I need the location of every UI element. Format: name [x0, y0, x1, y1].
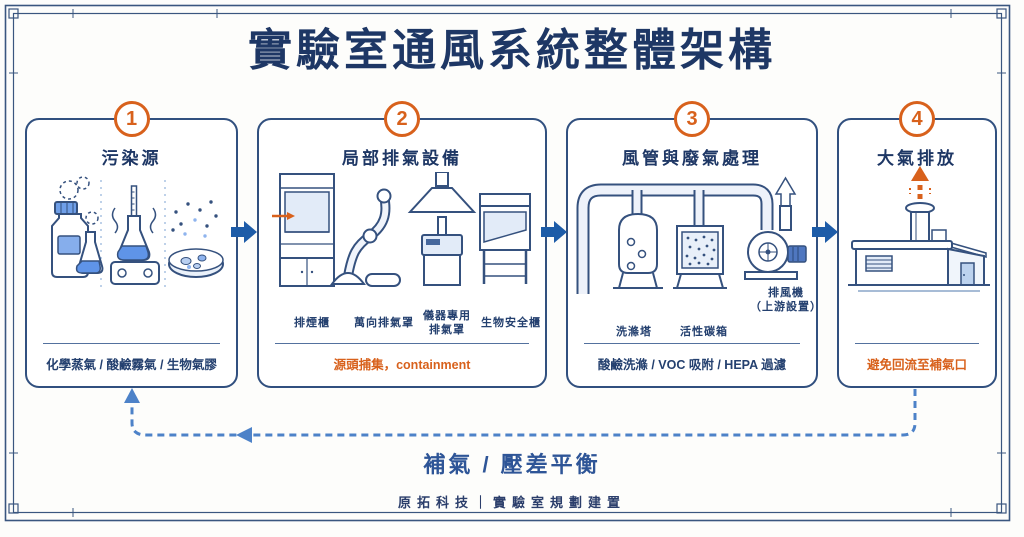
step-card-pollution-sources: 1 污染源 [25, 101, 238, 388]
duct-treatment-icons [576, 176, 807, 294]
step-card-local-exhaust: 2 局部排氣設備 [257, 101, 547, 388]
footer-branding: 原拓科技｜實驗室規劃建置 [397, 495, 626, 510]
step-number-badge: 3 [674, 101, 710, 137]
exhaust-fan-icon [744, 176, 807, 280]
step-title: 大氣排放 [877, 149, 957, 168]
page-title: 實驗室通風系統整體架構 [248, 26, 776, 75]
card-divider [855, 343, 979, 344]
equipment-label: 洗滌塔 [616, 326, 652, 338]
flow-right-arrow-icon [541, 221, 567, 243]
up-arrow-icon [909, 166, 931, 201]
step-card-atmospheric-discharge: 4 大氣排放 避免回流至補氣口 [837, 101, 997, 388]
activated-carbon-box-icon [673, 225, 727, 289]
fume-hood-icon [272, 173, 335, 287]
step-title: 污染源 [101, 149, 162, 168]
step-card-duct-treatment: 3 風管與廢氣處理 [566, 101, 821, 388]
building-exhaust-stack-icon [848, 166, 990, 292]
petri-dish-icon [168, 200, 224, 278]
hotplate-flask-icon [110, 185, 160, 285]
left-arrowhead-icon [236, 427, 252, 443]
pollution-sources-icons [51, 176, 224, 292]
reagent-bottle-flask-icon [51, 176, 104, 278]
equipment-label: 排煙櫃 [294, 317, 330, 329]
orange-capture-arrow-icon [272, 212, 295, 220]
local-exhaust-icons [272, 172, 531, 287]
card-divider [275, 343, 529, 344]
biosafety-cabinet-icon [479, 193, 531, 284]
scrubber-tower-icon [613, 212, 663, 289]
step-number-badge: 2 [384, 101, 420, 137]
step-number-badge: 1 [113, 101, 150, 137]
equipment-label: 萬向排氣罩 [354, 317, 414, 329]
articulated-arm-hood-icon [330, 188, 401, 287]
up-arrowhead-icon [124, 388, 140, 403]
step-caption: 酸鹼洗滌 / VOC 吸附 / HEPA 過濾 [597, 358, 787, 372]
makeup-air-label: 補氣 / 壓差平衡 [423, 452, 601, 477]
step-number-badge: 4 [899, 101, 935, 137]
flow-right-arrow-icon [812, 221, 838, 243]
step-caption: 源頭捕集，containment [333, 358, 471, 372]
equipment-label: 生物安全櫃 [481, 317, 541, 329]
duct-run-icon [576, 183, 774, 294]
canopy-hood-icon [407, 172, 477, 286]
flow-right-arrow-icon [231, 221, 257, 243]
equipment-label: 儀器專用排氣罩 [423, 310, 471, 336]
card-divider [584, 343, 800, 344]
card-divider [43, 343, 220, 344]
step-title: 局部排氣設備 [342, 149, 462, 168]
equipment-label: 排風機（上游設置） [750, 287, 822, 313]
equipment-label: 活性碳箱 [680, 326, 728, 338]
step-caption: 化學蒸氣 / 酸鹼霧氣 / 生物氣膠 [46, 358, 217, 372]
step-title: 風管與廢氣處理 [622, 149, 762, 168]
step-caption: 避免回流至補氣口 [866, 358, 967, 372]
